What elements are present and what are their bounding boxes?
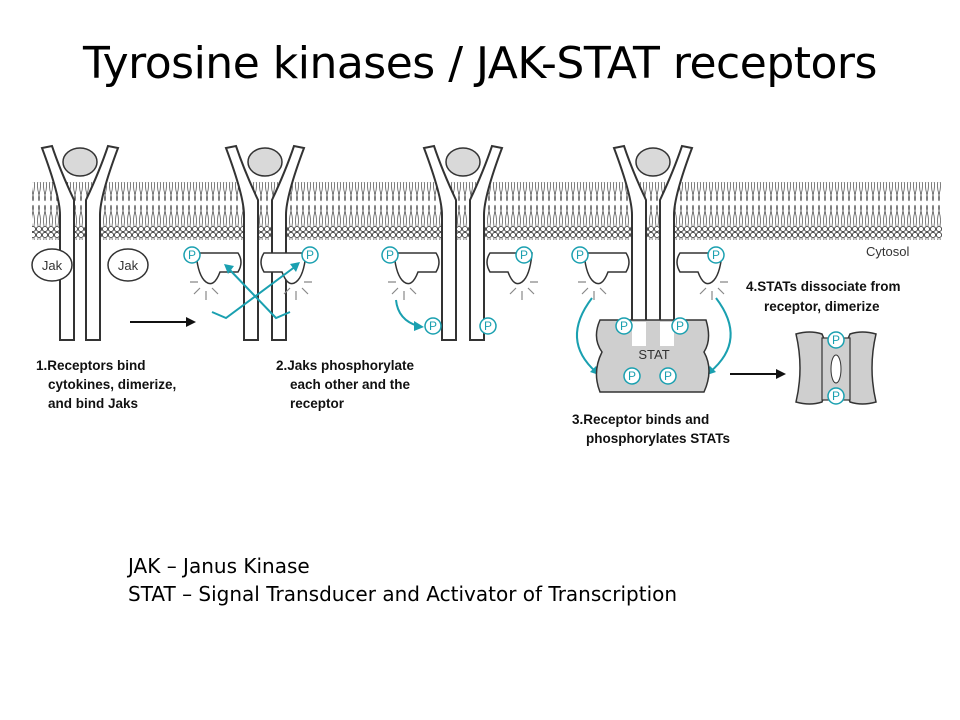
svg-text:P: P: [676, 319, 684, 333]
svg-text:P: P: [386, 248, 394, 262]
svg-text:receptor: receptor: [290, 396, 345, 411]
slide-title: Tyrosine kinases / JAK-STAT receptors: [83, 38, 877, 89]
jak-label-left: Jak: [42, 258, 63, 273]
jak-protein-left: Jak: [31, 248, 73, 282]
svg-text:P: P: [832, 333, 840, 347]
definition-stat: STAT – Signal Transducer and Activator o…: [128, 582, 678, 606]
svg-text:1.Receptors bind: 1.Receptors bind: [36, 358, 146, 373]
stat-phosphorylation-arrow-right: [709, 297, 732, 373]
svg-text:P: P: [188, 248, 196, 262]
svg-text:3.Receptor binds and: 3.Receptor binds and: [572, 412, 709, 427]
svg-text:2.Jaks phosphorylate: 2.Jaks phosphorylate: [276, 358, 415, 373]
definition-jak: JAK – Janus Kinase: [128, 554, 310, 578]
cross-phosphorylation-arrows: [211, 265, 297, 320]
stat-label: STAT: [638, 347, 669, 362]
svg-text:P: P: [628, 369, 636, 383]
svg-text:P: P: [620, 319, 628, 333]
jak-kinase-blobs: [195, 252, 723, 285]
svg-text:P: P: [832, 389, 840, 403]
phosphate-labels: P P P P P P P P P P P P P P: [188, 248, 840, 403]
svg-text:cytokines, dimerize,: cytokines, dimerize,: [48, 377, 176, 392]
kinase-activity-spikes: [190, 281, 728, 300]
receptor-pair-2: [224, 144, 306, 341]
svg-text:P: P: [712, 248, 720, 262]
svg-text:P: P: [576, 248, 584, 262]
receptor-pair-1: [40, 144, 120, 341]
step-3-caption: 3.Receptor binds and phosphorylates STAT…: [572, 412, 730, 446]
svg-text:receptor, dimerize: receptor, dimerize: [764, 299, 880, 314]
receptor-pair-3: [422, 144, 504, 341]
svg-text:each other and the: each other and the: [290, 377, 411, 392]
receptor-pair-4: [612, 144, 694, 341]
abbreviation-definitions: JAK – Janus Kinase STAT – Signal Transdu…: [128, 552, 677, 608]
jak-label-right: Jak: [118, 258, 139, 273]
svg-text:P: P: [429, 319, 437, 333]
jak-protein-right: Jak: [107, 248, 149, 282]
svg-text:P: P: [664, 369, 672, 383]
svg-text:P: P: [484, 319, 492, 333]
step-4-caption: 4.STATs dissociate from receptor, dimeri…: [746, 279, 901, 314]
svg-text:P: P: [520, 248, 528, 262]
svg-text:phosphorylates STATs: phosphorylates STATs: [586, 431, 730, 446]
phosphate-groups: [183, 246, 845, 405]
step-2-caption: 2.Jaks phosphorylate each other and the …: [276, 358, 415, 411]
stat-protein-bound: STAT: [595, 319, 710, 393]
svg-text:P: P: [306, 248, 314, 262]
svg-text:4.STATs dissociate from: 4.STATs dissociate from: [746, 279, 901, 294]
step-1-caption: 1.Receptors bind cytokines, dimerize, an…: [36, 358, 176, 411]
stat-phosphorylation-arrow-left: [576, 297, 597, 373]
svg-text:and bind Jaks: and bind Jaks: [48, 396, 138, 411]
cytosol-label: Cytosol: [866, 244, 909, 259]
